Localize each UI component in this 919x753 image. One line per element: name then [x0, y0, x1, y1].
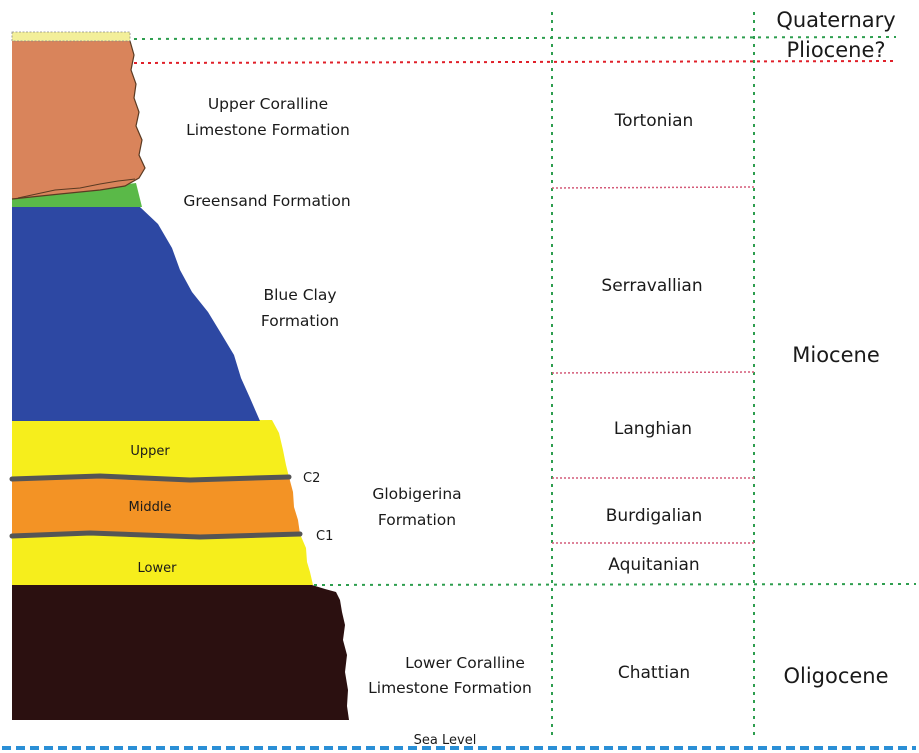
- hardground-c1-label: C1: [316, 529, 333, 544]
- epoch-oligocene: Oligocene: [783, 664, 888, 688]
- stage-tortonian: Tortonian: [614, 111, 694, 131]
- globigerina-lower-member-label: Lower: [138, 561, 178, 576]
- lower-coralline-label-line2: Limestone Formation: [368, 679, 532, 697]
- globigerina-lower-layer: [12, 534, 313, 585]
- epoch-pliocene: Pliocene?: [786, 38, 885, 62]
- stage-labels: Tortonian Serravallian Langhian Burdigal…: [601, 111, 702, 683]
- blue-clay-layer: [12, 207, 260, 421]
- quaternary-cap: [11, 31, 131, 42]
- stage-serravallian: Serravallian: [601, 276, 702, 296]
- upper-coralline-label-line2: Limestone Formation: [186, 121, 350, 139]
- stage-langhian: Langhian: [614, 419, 692, 439]
- hardground-c1-line: [9, 530, 303, 540]
- upper-coralline-layer: [12, 41, 145, 199]
- stage-chattian: Chattian: [618, 663, 690, 683]
- stratigraphic-column: [9, 31, 349, 720]
- greensand-jagged-contact: [17, 178, 136, 199]
- globigerina-upper-layer: [12, 420, 289, 479]
- hardground-c2-line: [9, 473, 292, 483]
- quaternary-base-line: [133, 36, 897, 40]
- hardground-c2-label: C2: [303, 471, 320, 486]
- oligocene-miocene-boundary: [313, 583, 917, 586]
- serravallian-langhian-boundary: [551, 371, 755, 374]
- sea-level-label: Sea Level: [414, 733, 477, 748]
- lower-coralline-layer: [12, 585, 349, 720]
- globigerina-label-line1: Globigerina: [372, 485, 461, 503]
- globigerina-upper-member-label: Upper: [130, 444, 170, 459]
- epoch-quaternary: Quaternary: [776, 8, 895, 32]
- lower-coralline-label-line1: Lower Coralline: [405, 654, 525, 672]
- formation-labels: Upper Coralline Limestone Formation Gree…: [183, 95, 532, 697]
- globigerina-middle-member-label: Middle: [129, 500, 172, 515]
- globigerina-label-line2: Formation: [378, 511, 456, 529]
- stage-aquitanian: Aquitanian: [608, 555, 699, 575]
- upper-coralline-outline: [11, 40, 146, 200]
- epoch-miocene: Miocene: [792, 343, 880, 367]
- epoch-labels: Quaternary Pliocene? Miocene Oligocene: [776, 8, 895, 688]
- blue-clay-label-line1: Blue Clay: [263, 286, 336, 304]
- member-labels: Upper Middle Lower C2 C1 Sea Level: [129, 444, 477, 748]
- guide-lines: [2, 12, 917, 750]
- tortonian-serravallian-boundary: [551, 186, 755, 189]
- globigerina-middle-layer: [12, 477, 300, 536]
- greensand-label: Greensand Formation: [183, 192, 350, 210]
- pliocene-miocene-boundary: [133, 60, 897, 64]
- stage-burdigalian: Burdigalian: [606, 506, 703, 526]
- upper-coralline-label-line1: Upper Coralline: [208, 95, 328, 113]
- blue-clay-label-line2: Formation: [261, 312, 339, 330]
